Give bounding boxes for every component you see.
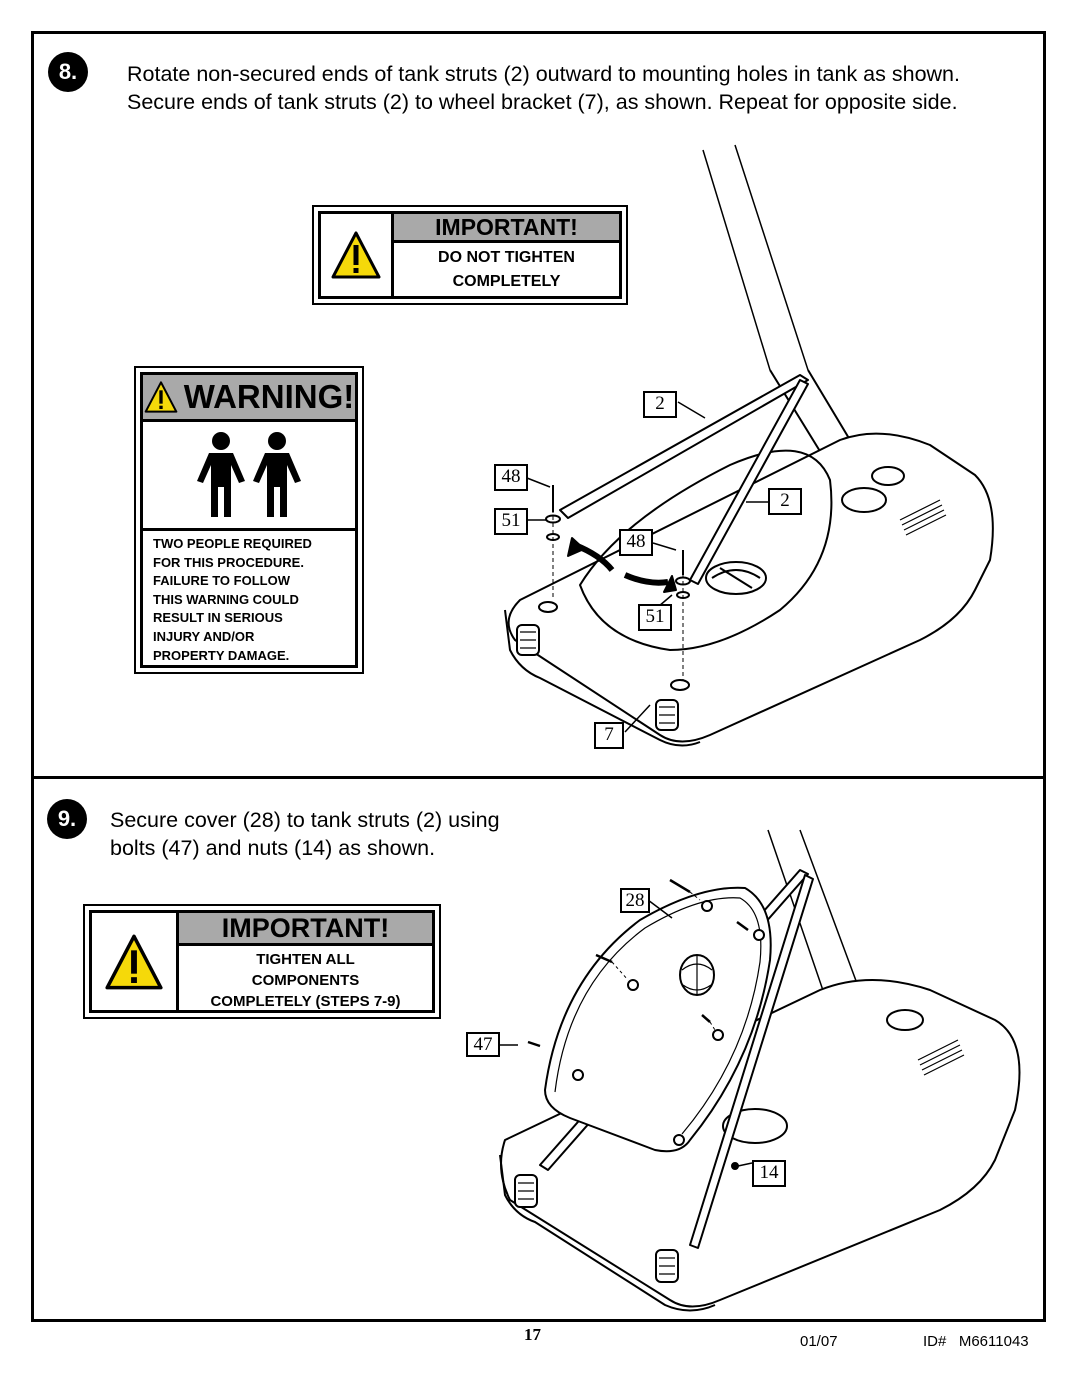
important-line-1: TIGHTEN ALL [256, 951, 355, 968]
warning-triangle-icon [321, 214, 394, 296]
page-frame [31, 31, 1046, 1322]
callout-nut-14: 14 [752, 1160, 786, 1187]
footer-date: 01/07 [800, 1333, 838, 1350]
warning-text: TWO PEOPLE REQUIRED FOR THIS PROCEDURE. … [153, 535, 312, 665]
callout-bolt-48: 48 [619, 529, 653, 556]
important-text: TIGHTEN ALL COMPONENTS COMPLETELY (STEPS… [179, 949, 432, 1010]
warning-title: WARNING! [183, 378, 355, 415]
important-line-2: COMPONENTS [251, 972, 360, 989]
two-people-icon [143, 422, 355, 531]
important-line-1: DO NOT TIGHTEN [438, 249, 575, 266]
important-text: DO NOT TIGHTEN COMPLETELY [394, 246, 619, 296]
important-line-3: COMPLETELY (STEPS 7-9) [210, 993, 401, 1010]
callout-strut-2: 2 [768, 488, 802, 515]
callout-bolt-48: 48 [494, 464, 528, 491]
important-sign-step9: IMPORTANT! TIGHTEN ALL COMPONENTS COMPLE… [83, 904, 441, 1019]
step-8-instruction: Rotate non-secured ends of tank struts (… [127, 62, 960, 114]
footer-id: ID# M6611043 [923, 1333, 1029, 1350]
callout-washer-51: 51 [638, 604, 672, 631]
warning-triangle-icon [92, 913, 179, 1010]
step-9-number: 9. [47, 799, 87, 839]
step-9-line-2: bolts (47) and nuts (14) as shown. [110, 836, 436, 860]
warning-header: WARNING! [143, 375, 355, 422]
important-title: IMPORTANT! [394, 214, 619, 243]
warning-sign: WARNING! TWO PEOPLE REQUIRED FOR THIS PR… [134, 366, 364, 674]
warning-line: THIS WARNING COULD [153, 591, 299, 607]
warning-line: INJURY AND/OR [153, 628, 255, 644]
warning-line: FAILURE TO FOLLOW [153, 573, 290, 589]
warning-line: FOR THIS PROCEDURE. [153, 554, 304, 570]
warning-line: RESULT IN SERIOUS [153, 610, 283, 626]
callout-washer-51: 51 [494, 508, 528, 535]
callout-bolt-47: 47 [466, 1032, 500, 1057]
callout-cover-28: 28 [620, 888, 650, 913]
page-number: 17 [524, 1325, 541, 1344]
warning-line: PROPERTY DAMAGE. [153, 647, 290, 663]
callout-strut-2: 2 [643, 391, 677, 418]
step-9-line-1: Secure cover (28) to tank struts (2) usi… [110, 808, 500, 832]
important-title: IMPORTANT! [179, 913, 432, 946]
warning-triangle-icon [144, 381, 178, 413]
important-sign-step8: IMPORTANT! DO NOT TIGHTEN COMPLETELY [312, 205, 628, 305]
warning-line: TWO PEOPLE REQUIRED [153, 536, 312, 551]
step-divider [31, 776, 1046, 779]
step-9-instruction: Secure cover (28) to tank struts (2) usi… [110, 806, 590, 862]
important-line-2: COMPLETELY [452, 273, 561, 290]
step-8-number: 8. [48, 52, 88, 92]
callout-wheel-bracket-7: 7 [594, 722, 624, 749]
